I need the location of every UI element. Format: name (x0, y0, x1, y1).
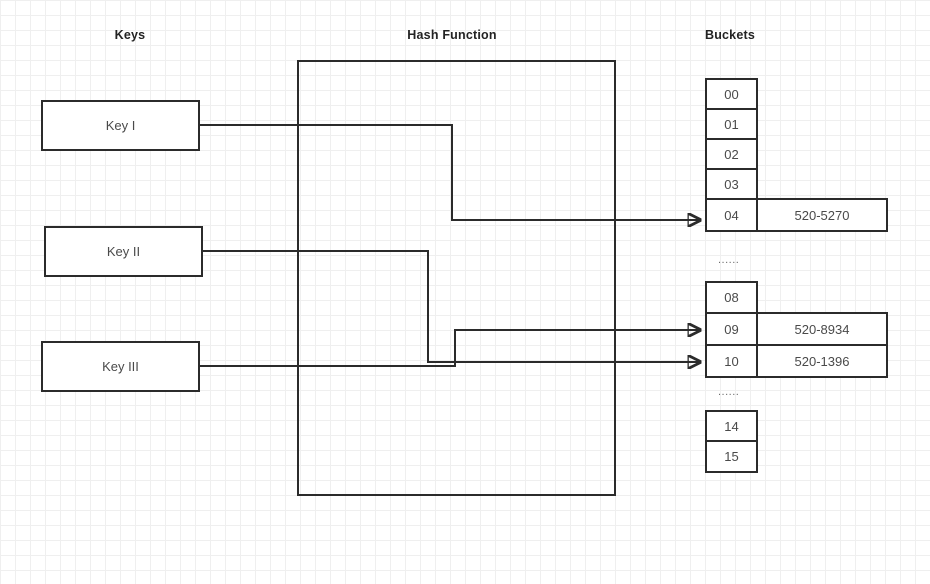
column-title-keys: Keys (114, 28, 146, 42)
bucket-index: 15 (705, 440, 758, 473)
key-box-2[interactable]: Key II (44, 226, 203, 277)
bucket-index: 03 (705, 168, 758, 200)
bucket-row[interactable]: 01 (705, 108, 758, 140)
bucket-ellipsis-a: ...... (718, 254, 740, 266)
key-box-3[interactable]: Key III (41, 341, 200, 392)
bucket-index: 01 (705, 108, 758, 140)
bucket-row[interactable]: 15 (705, 440, 758, 473)
bucket-row[interactable]: 10 520-1396 (705, 344, 888, 378)
bucket-value: 520-8934 (758, 312, 888, 346)
bucket-index: 09 (705, 312, 758, 346)
column-title-buckets: Buckets (704, 28, 756, 42)
bucket-index: 08 (705, 281, 758, 314)
bucket-row[interactable]: 09 520-8934 (705, 312, 888, 346)
bucket-index: 04 (705, 198, 758, 232)
bucket-row[interactable]: 03 (705, 168, 758, 200)
bucket-row[interactable]: 04 520-5270 (705, 198, 888, 232)
bucket-ellipsis-b: ...... (718, 386, 740, 398)
bucket-row[interactable]: 08 (705, 281, 758, 314)
bucket-value: 520-1396 (758, 344, 888, 378)
bucket-row[interactable]: 00 (705, 78, 758, 110)
column-title-hash-function: Hash Function (407, 28, 497, 42)
bucket-row[interactable]: 14 (705, 410, 758, 442)
bucket-index: 10 (705, 344, 758, 378)
bucket-index: 02 (705, 138, 758, 170)
bucket-row[interactable]: 02 (705, 138, 758, 170)
hash-function-box[interactable] (297, 60, 616, 496)
bucket-index: 00 (705, 78, 758, 110)
bucket-value: 520-5270 (758, 198, 888, 232)
key-box-1[interactable]: Key I (41, 100, 200, 151)
bucket-index: 14 (705, 410, 758, 442)
